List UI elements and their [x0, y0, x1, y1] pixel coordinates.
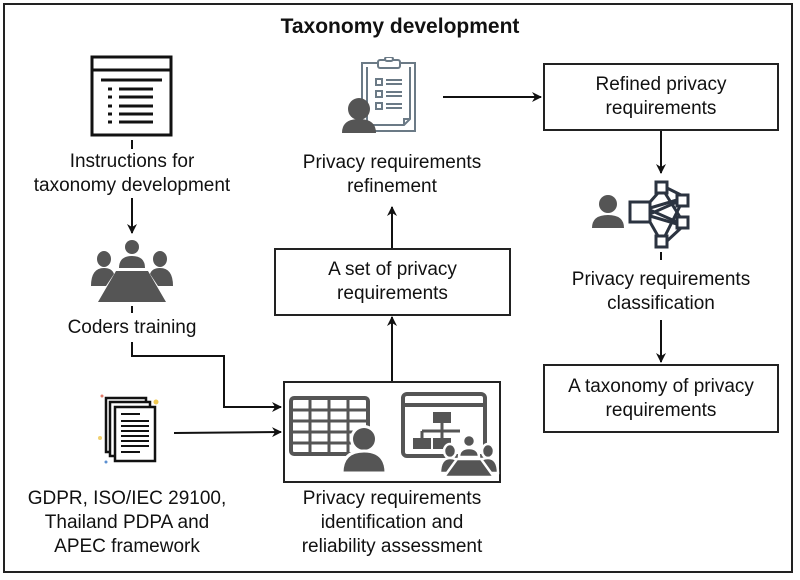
- refinement-label: Privacy requirements refinement: [280, 151, 504, 199]
- instructions-label-line1: Instructions for: [69, 151, 195, 172]
- refinement-label-line1: Privacy requirements: [302, 152, 482, 173]
- document-list-icon: [90, 55, 173, 137]
- diagram-frame: [3, 3, 793, 573]
- documents-stack-icon: [98, 394, 159, 464]
- sources-label-line1: GDPR, ISO/IEC 29100,: [27, 488, 227, 509]
- taxonomy-box: A taxonomy of privacy requirements: [543, 364, 779, 433]
- user-network-icon: [592, 180, 690, 249]
- identification-label-line3: reliability assessment: [301, 536, 483, 557]
- user-clipboard-icon: [342, 57, 416, 133]
- diagram-title: Taxonomy development: [280, 15, 520, 38]
- org-chart-meeting-icon: [401, 392, 500, 477]
- sources-label-line2: Thailand PDPA and: [44, 512, 210, 533]
- taxonomy-box-line1: A taxonomy of privacy: [568, 375, 754, 397]
- coders-training-label: Coders training: [67, 317, 197, 338]
- identification-label: Privacy requirements identification and …: [272, 487, 512, 559]
- refinement-label-line2: refinement: [347, 176, 437, 197]
- edge-coders-to-identification: [131, 342, 282, 412]
- instructions-label: Instructions for taxonomy development: [30, 150, 234, 198]
- set-box-line2: requirements: [337, 283, 448, 304]
- identification-label-line2: identification and: [320, 512, 464, 533]
- classification-label-line1: Privacy requirements: [571, 269, 751, 290]
- refined-box-line1: Refined privacy: [595, 74, 727, 95]
- set-box-line1: A set of privacy: [328, 259, 457, 280]
- sources-label-line3: APEC framework: [54, 536, 200, 557]
- refined-requirements-box: Refined privacy requirements: [543, 63, 779, 131]
- sources-label: GDPR, ISO/IEC 29100, Thailand PDPA and A…: [10, 487, 244, 559]
- meeting-group-icon: [91, 240, 173, 302]
- set-of-requirements-box: A set of privacy requirements: [274, 248, 511, 316]
- identification-label-line1: Privacy requirements: [302, 488, 482, 509]
- instructions-label-line2: taxonomy development: [33, 175, 231, 196]
- edge-sources-to-identification: [173, 427, 282, 438]
- taxonomy-box-line2: requirements: [605, 399, 717, 421]
- spreadsheet-user-icon: [289, 396, 388, 475]
- refined-box-line2: requirements: [605, 98, 717, 119]
- classification-label: Privacy requirements classification: [548, 268, 774, 316]
- classification-label-line2: classification: [607, 293, 715, 314]
